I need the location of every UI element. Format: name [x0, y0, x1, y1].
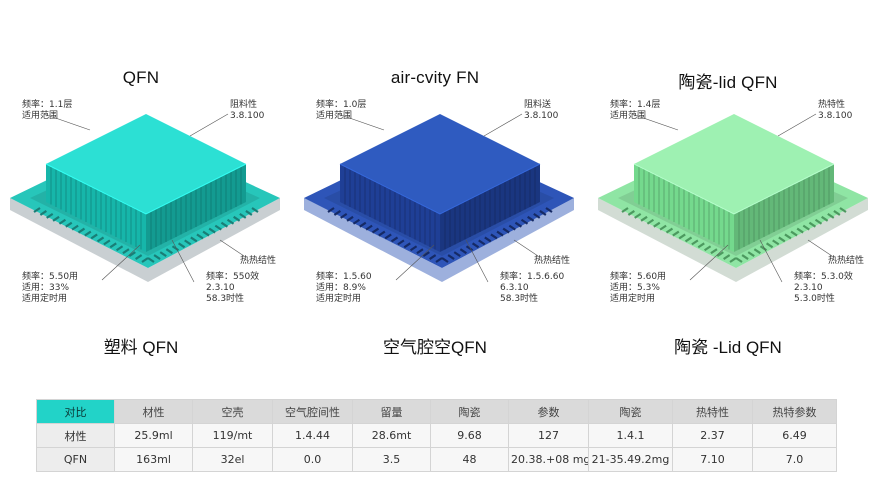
table-cell: 7.10: [672, 447, 753, 472]
table-header-cell: 陶瓷: [430, 399, 509, 424]
diagram-label-line: 6.3.10: [500, 283, 529, 293]
diagram-label-line: 58.3时性: [500, 294, 539, 304]
table-header-cell: 对比: [36, 399, 115, 424]
diagram-label-line: 热热结性: [240, 256, 277, 266]
table-cell: 119/mt: [192, 423, 273, 448]
table-header-cell: 参数: [508, 399, 589, 424]
table-row: QFN 163ml 32el 0.0 3.5 48 20.38.+08 mg 2…: [36, 447, 837, 472]
table-header-cell: 材性: [114, 399, 193, 424]
diagram-label-line: 热特性: [818, 100, 846, 110]
table-cell: 32el: [192, 447, 273, 472]
table-header-cell: 陶瓷: [588, 399, 673, 424]
table-cell: 9.68: [430, 423, 509, 448]
table-cell: 1.4.44: [272, 423, 353, 448]
diagram-label-line: 阻料性: [230, 100, 258, 110]
label-middle-right: 热热结性: [828, 256, 864, 267]
panel-title-ceramic-lid-qfn: 陶瓷-lid QFN: [678, 73, 778, 92]
table-header-row: 对比 材性 空壳 空气腔间性 留量 陶瓷 参数 陶瓷 热特性 热特参数: [36, 399, 837, 424]
diagram-label-line: 3.8.100: [524, 111, 559, 121]
diagram-label-line: 频率：1.5.60: [316, 272, 372, 282]
diagram-label-line: 3.8.100: [230, 111, 265, 121]
diagram-label-line: 3.8.100: [818, 111, 853, 121]
table-row: 材性 25.9ml 119/mt 1.4.44 28.6mt 9.68 127 …: [36, 423, 837, 448]
table-header-cell: 热特参数: [752, 399, 837, 424]
diagram-label-line: 频率：1.1层: [22, 100, 73, 110]
diagram-label-line: 适用定时用: [316, 294, 362, 304]
chip-svg: [598, 113, 868, 283]
table-cell: 3.5: [352, 447, 431, 472]
panel-title-air-cavity-qfn: air-cvity FN: [390, 68, 480, 87]
diagram-label-line: 适用：33%: [22, 283, 70, 293]
diagram-label-line: 58.3时性: [206, 294, 245, 304]
table-cell: 1.4.1: [588, 423, 673, 448]
panel-caption-ceramic-lid-qfn: 陶瓷 -Lid QFN: [674, 338, 782, 357]
table-cell: 6.49: [752, 423, 837, 448]
diagram-label-line: 频率：5.50用: [22, 272, 79, 282]
diagram-label-line: 热热结性: [534, 256, 571, 266]
table-cell: 48: [430, 447, 509, 472]
table-header-cell: 留量: [352, 399, 431, 424]
label-top-left: 频率：1.4层适用范围: [610, 100, 660, 122]
table-cell: 0.0: [272, 447, 353, 472]
comparison-table: 对比 材性 空壳 空气腔间性 留量 陶瓷 参数 陶瓷 热特性 热特参数 材性 2…: [36, 399, 837, 472]
table-cell: 2.37: [672, 423, 753, 448]
diagram-label-line: 适用定时用: [610, 294, 656, 304]
table-cell: 25.9ml: [114, 423, 193, 448]
chip-svg: [10, 113, 280, 283]
table-cell: 127: [508, 423, 589, 448]
diagram-label-line: 适用：5.3%: [610, 283, 660, 293]
diagram-label-line: 频率：1.5.6.60: [500, 272, 565, 282]
label-middle-right: 热热结性: [240, 256, 276, 267]
label-bottom-left: 频率：5.60用适用：5.3%适用定时用: [610, 272, 666, 305]
table-header-cell: 热特性: [672, 399, 753, 424]
table-header-cell: 空气腔间性: [272, 399, 353, 424]
diagram-label-line: 适用范围: [610, 111, 647, 121]
diagram-label-line: 阻料送: [524, 100, 552, 110]
leader-lines: [337, 113, 539, 283]
diagram-label-line: 热热结性: [828, 256, 865, 266]
diagram-label-line: 频率：1.0层: [316, 100, 367, 110]
panel-title-plastic-qfn: QFN: [122, 68, 160, 87]
label-bottom-left: 频率：5.50用适用：33%适用定时用: [22, 272, 78, 305]
panel-caption-plastic-qfn: 塑料 QFN: [103, 338, 179, 357]
diagram-label-line: 适用范围: [316, 111, 353, 121]
table-cell: 163ml: [114, 447, 193, 472]
diagram-label-line: 适用定时用: [22, 294, 68, 304]
table-cell: 28.6mt: [352, 423, 431, 448]
panel-caption-air-cavity-qfn: 空气腔空QFN: [383, 338, 487, 357]
label-top-left: 频率：1.0层适用范围: [316, 100, 366, 122]
table-header-cell: 空壳: [192, 399, 273, 424]
diagram-label-line: 频率：1.4层: [610, 100, 661, 110]
table-cell: 材性: [36, 423, 115, 448]
diagram-label-line: 适用范围: [22, 111, 59, 121]
diagram-label-line: 频率：5.3.0效: [794, 272, 853, 282]
leader-lines: [43, 113, 245, 283]
diagram-label-line: 2.3.10: [794, 283, 823, 293]
table-cell: 20.38.+08 mg: [508, 447, 589, 472]
label-top-left: 频率：1.1层适用范围: [22, 100, 72, 122]
diagram-label-line: 频率：5.60用: [610, 272, 667, 282]
diagram-label-line: 2.3.10: [206, 283, 235, 293]
diagram-label-line: 频率：550效: [206, 272, 260, 282]
leader-lines: [631, 113, 833, 283]
table-cell: QFN: [36, 447, 115, 472]
diagram-label-line: 适用：8.9%: [316, 283, 366, 293]
label-middle-right: 热热结性: [534, 256, 570, 267]
table-cell: 21-35.49.2mg: [588, 447, 673, 472]
chip-svg: [304, 113, 574, 283]
table-cell: 7.0: [752, 447, 837, 472]
diagram-label-line: 5.3.0时性: [794, 294, 835, 304]
